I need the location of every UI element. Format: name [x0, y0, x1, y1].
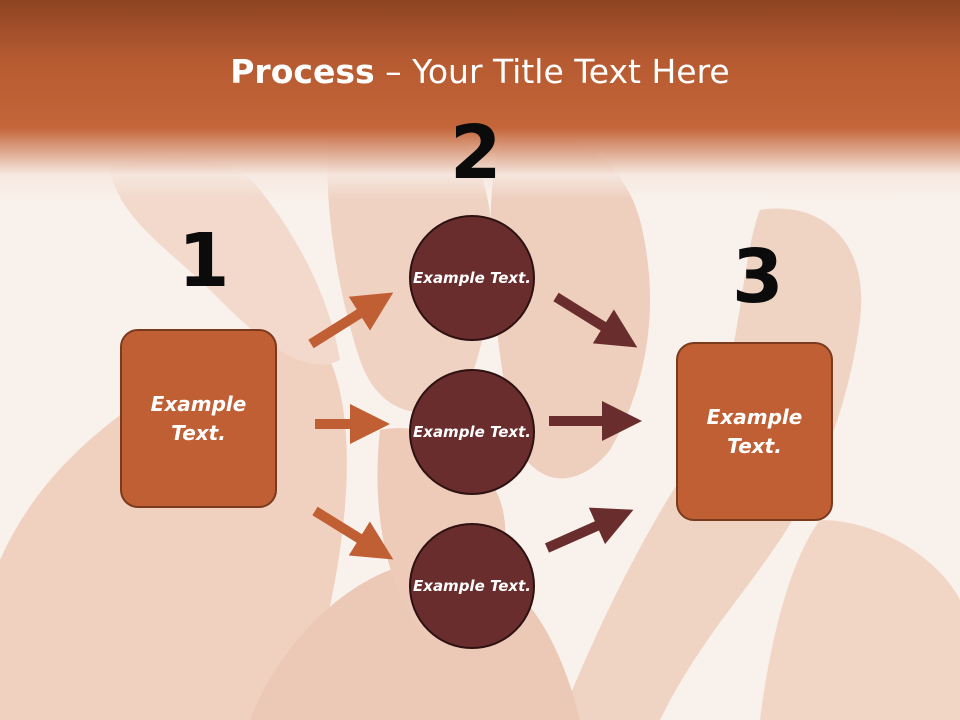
step-2-circle-middle[interactable]: Example Text. [409, 369, 535, 495]
arrow-1-to-bottom-circle [312, 506, 394, 560]
arrow-1-to-top-circle [308, 292, 394, 349]
step-1-box-text: Example Text. [150, 391, 247, 445]
title-banner [0, 0, 960, 200]
step-2-circle-bottom[interactable]: Example Text. [409, 523, 535, 649]
arrow-top-circle-to-3 [553, 292, 638, 348]
step-3-box[interactable]: Example Text. [676, 342, 833, 521]
step-number-1: 1 [178, 218, 230, 304]
circle-text: Example Text. [413, 268, 531, 287]
step-2-circle-top[interactable]: Example Text. [409, 215, 535, 341]
title-bold: Process [230, 52, 375, 91]
title-rest: – Your Title Text Here [374, 52, 730, 91]
circle-text: Example Text. [413, 422, 531, 441]
step-3-box-text: Example Text. [706, 404, 803, 458]
arrow-bottom-circle-to-3 [544, 507, 634, 553]
circle-text: Example Text. [413, 576, 531, 595]
step-1-box[interactable]: Example Text. [120, 329, 277, 508]
step-number-2: 2 [450, 110, 502, 196]
slide-title: Process – Your Title Text Here [0, 52, 960, 91]
step-number-3: 3 [732, 234, 784, 320]
